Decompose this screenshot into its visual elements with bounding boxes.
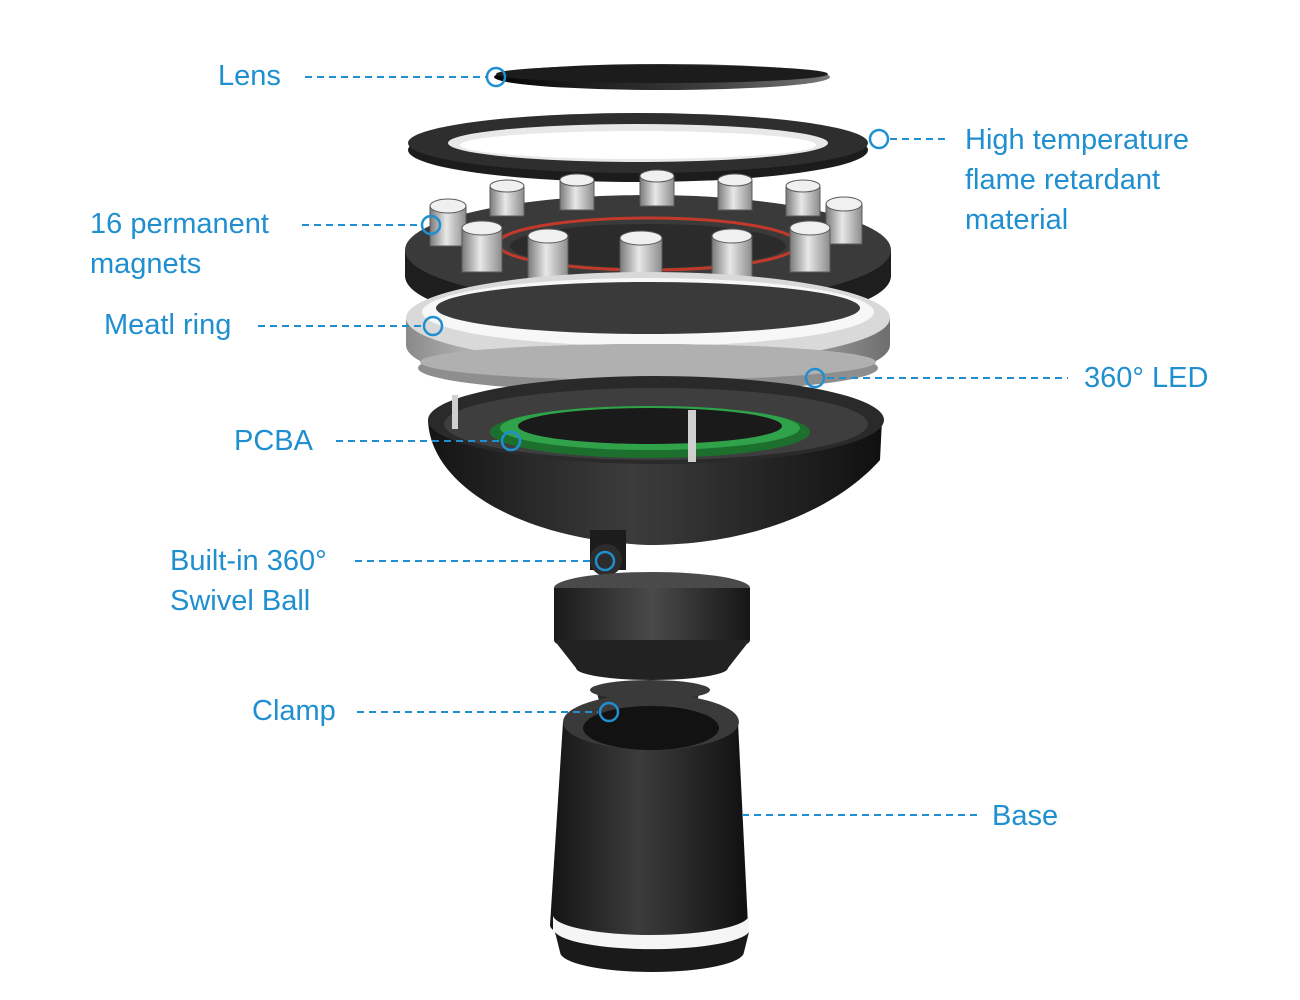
flame-retardant-ring-part: [408, 113, 868, 182]
label-metal-ring-line: Meatl ring: [104, 309, 232, 341]
label-clamp: Clamp: [252, 691, 336, 731]
label-led-line: 360° LED: [1084, 362, 1209, 394]
label-base-line: Base: [992, 800, 1059, 832]
lens-part: [494, 64, 830, 90]
label-lens: Lens: [218, 56, 281, 96]
label-pcba-line: PCBA: [234, 425, 313, 457]
label-pcba: PCBA: [234, 421, 313, 461]
base-part: [550, 694, 749, 972]
led-ring-part: [418, 344, 878, 392]
label-metal-ring: Meatl ring: [104, 305, 231, 345]
label-magnets-line-1: 16 permanent: [90, 208, 269, 240]
swivel-ball-part: [554, 530, 750, 680]
label-lens-line: Lens: [218, 60, 281, 92]
label-base: Base: [992, 796, 1058, 836]
label-clamp-line: Clamp: [252, 695, 336, 727]
label-swivel-ball: Built-in 360° Swivel Ball: [170, 541, 327, 621]
label-magnets: 16 permanent magnets: [90, 204, 269, 284]
label-high-temperature-line-3: material: [965, 204, 1069, 236]
label-led: 360° LED: [1084, 358, 1208, 398]
label-high-temperature-line-2: flame retardant: [965, 164, 1161, 196]
leader-markers: [420, 66, 890, 723]
leader-lines: [258, 76, 1068, 816]
label-high-temperature: High temperature flame retardant materia…: [965, 120, 1189, 240]
label-high-temperature-line-1: High temperature: [965, 124, 1190, 156]
label-swivel-ball-line-2: Swivel Ball: [170, 585, 311, 617]
label-magnets-line-2: magnets: [90, 248, 202, 280]
pcba-housing-part: [428, 376, 884, 545]
label-swivel-ball-line-1: Built-in 360°: [170, 545, 327, 577]
